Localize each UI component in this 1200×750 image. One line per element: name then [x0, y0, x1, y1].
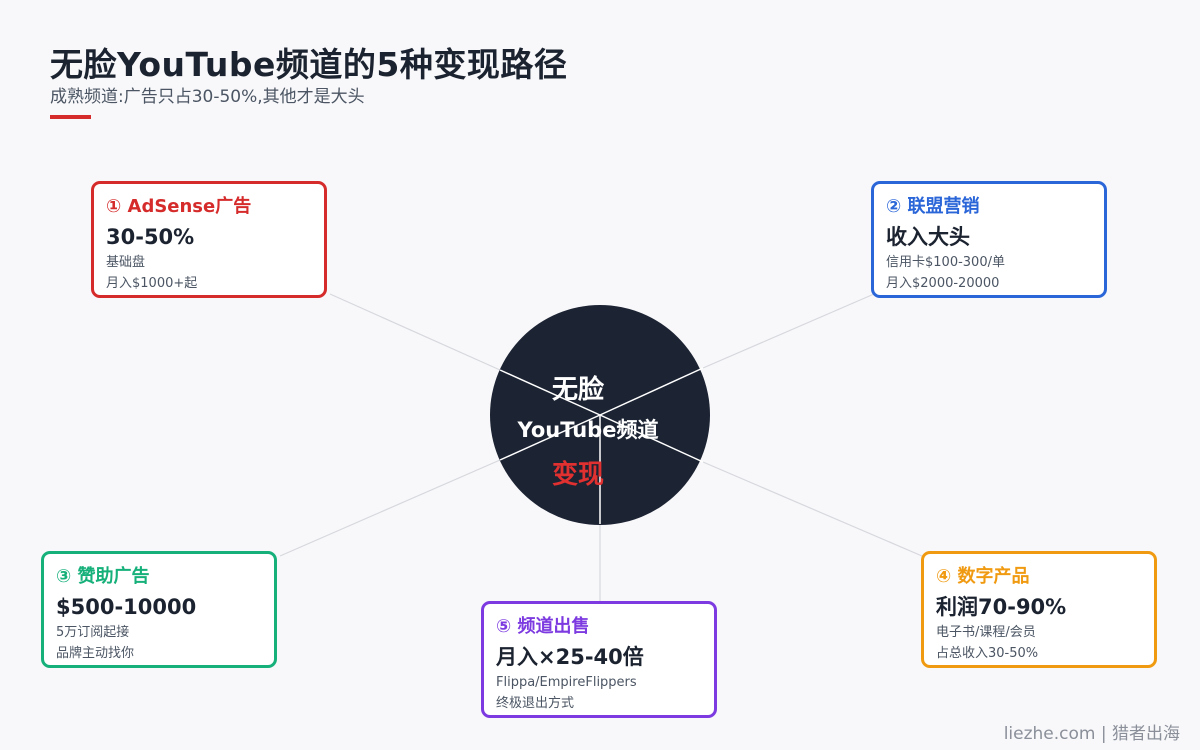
card-digital-products: ④ 数字产品 利润70-90% 电子书/课程/会员 占总收入30-50%: [921, 551, 1157, 668]
card-sponsorship-title: ③ 赞助广告: [56, 566, 150, 587]
hub-spoke-affiliate: [599, 367, 704, 416]
card-digital-products-note1: 电子书/课程/会员: [936, 625, 1036, 640]
card-digital-products-value: 利润70-90%: [936, 595, 1067, 619]
connector-line-adsense: [329, 293, 501, 371]
hub-label-line3: 变现: [551, 460, 604, 490]
connector-line-affiliate: [702, 293, 875, 369]
card-channel-sale-value: 月入×25-40倍: [496, 645, 644, 669]
footer-watermark: liezhe.com | 猎者出海: [1003, 724, 1180, 744]
hub-label-line2: YouTube频道: [517, 418, 659, 442]
card-adsense-note1: 基础盘: [106, 255, 146, 270]
card-digital-products-title: ④ 数字产品: [936, 566, 1030, 587]
title-accent-bar: [50, 115, 91, 119]
card-adsense-note2: 月入$1000+起: [106, 276, 198, 291]
card-affiliate-title: ② 联盟营销: [886, 196, 980, 217]
connector-line-sponsor: [279, 459, 501, 557]
card-channel-sale-title: ⑤ 频道出售: [496, 616, 590, 637]
card-sponsorship: ③ 赞助广告 $500-10000 5万订阅起接 品牌主动找你: [41, 551, 277, 668]
card-affiliate: ② 联盟营销 收入大头 信用卡$100-300/单 月入$2000-20000: [871, 181, 1107, 298]
card-adsense: ① AdSense广告 30-50% 基础盘 月入$1000+起: [91, 181, 327, 298]
card-channel-sale-note1: Flippa/EmpireFlippers: [496, 675, 637, 690]
card-channel-sale: ⑤ 频道出售 月入×25-40倍 Flippa/EmpireFlippers 终…: [481, 601, 717, 718]
hub-label-line1: 无脸: [551, 375, 604, 405]
page-subtitle: 成熟频道:广告只占30-50%,其他才是大头: [50, 87, 365, 107]
card-sponsorship-value: $500-10000: [56, 595, 197, 619]
card-affiliate-value: 收入大头: [886, 225, 970, 249]
hub-spoke-adsense: [499, 369, 601, 416]
hub-spoke-digital: [599, 414, 704, 463]
card-affiliate-note1: 信用卡$100-300/单: [886, 255, 1005, 270]
card-affiliate-note2: 月入$2000-20000: [886, 276, 1000, 291]
card-channel-sale-note2: 终极退出方式: [496, 696, 575, 711]
page-title: 无脸YouTube频道的5种变现路径: [50, 45, 568, 84]
card-adsense-value: 30-50%: [106, 225, 195, 249]
connector-line-digital: [702, 461, 923, 557]
hub-spoke-sponsor: [499, 414, 601, 461]
card-digital-products-note2: 占总收入30-50%: [936, 646, 1039, 661]
card-sponsorship-note1: 5万订阅起接: [56, 625, 130, 640]
card-sponsorship-note2: 品牌主动找你: [56, 646, 135, 661]
card-adsense-title: ① AdSense广告: [106, 196, 252, 217]
